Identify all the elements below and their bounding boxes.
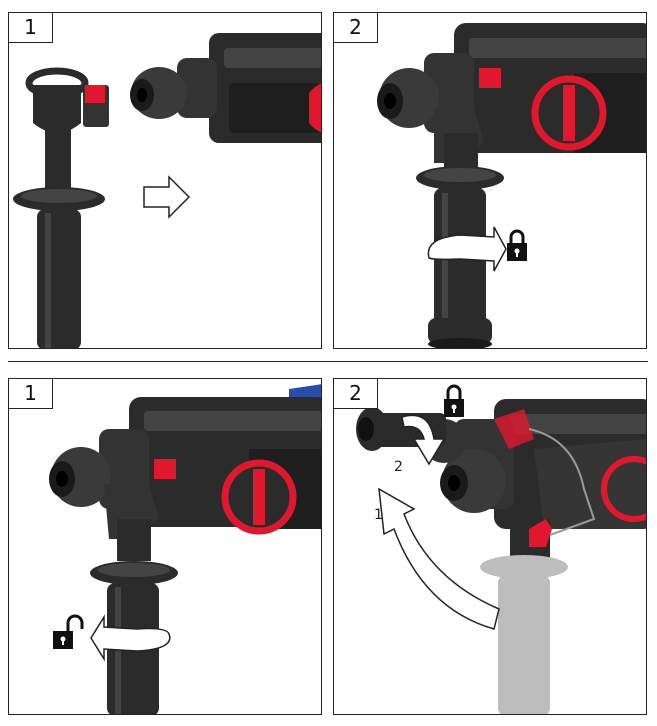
lock-icon: [507, 229, 527, 261]
panel-top-left: 1: [8, 12, 322, 349]
panel-top-right: 2: [333, 12, 647, 349]
handle-detached-illustration: [13, 33, 321, 348]
drill-body: [130, 33, 321, 143]
arrow-label-2: 2: [394, 459, 403, 475]
side-handle: [480, 519, 568, 714]
step-number: 1: [9, 13, 53, 43]
panel-bottom-right: 2 1 2: [333, 378, 647, 715]
rotate-arrow: [90, 614, 171, 662]
handle-tighten-illustration: [377, 23, 646, 348]
rotate-arrow-1: [378, 487, 500, 630]
panel-bottom-left: 1: [8, 378, 322, 715]
drill-body: [49, 384, 321, 535]
step-number: 1: [9, 379, 53, 409]
arrow-label-1: 1: [374, 507, 383, 523]
rotate-arrow-2: [401, 414, 446, 466]
handle-loosen-illustration: [49, 384, 321, 714]
step-number: 2: [334, 13, 378, 43]
handle-rotate-illustration: 1 2: [356, 384, 646, 714]
lock-icon: [444, 384, 464, 417]
insert-arrow: [143, 175, 191, 219]
drill-body: [356, 399, 646, 540]
rotate-arrow: [427, 226, 507, 272]
step-number: 2: [334, 379, 378, 409]
drill-body: [377, 23, 646, 153]
section-divider: [8, 361, 648, 362]
side-handle: [13, 67, 109, 348]
unlock-icon: [53, 614, 84, 649]
